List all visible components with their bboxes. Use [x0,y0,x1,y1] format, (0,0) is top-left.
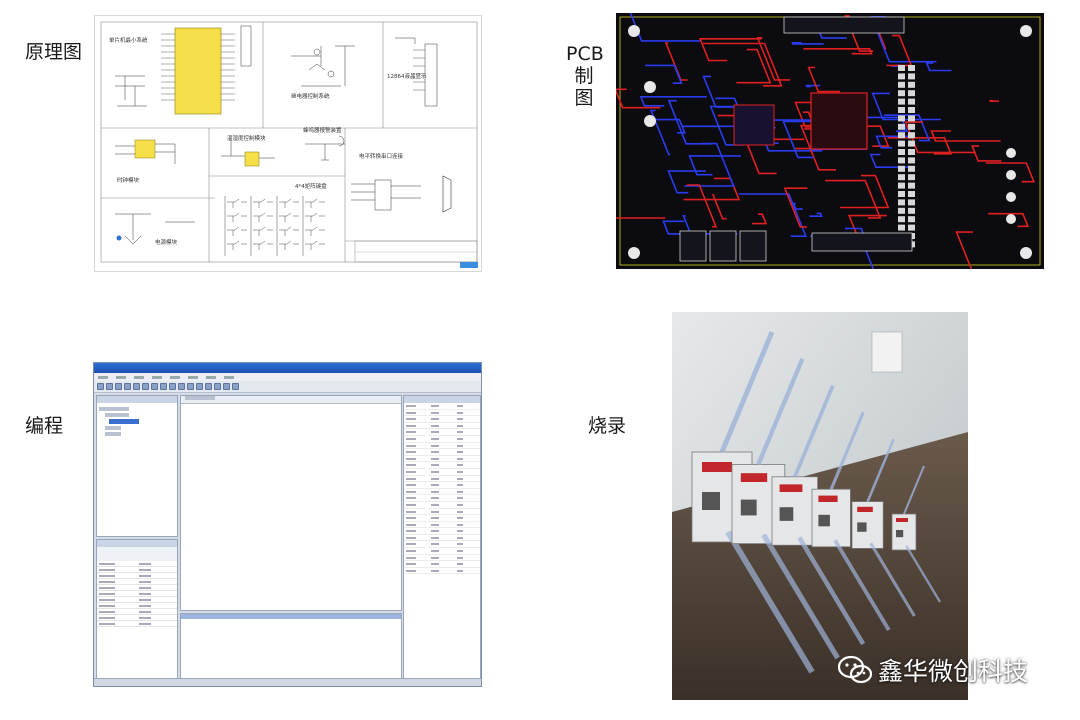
schematic-image: 单片机最小系统 继电器控制系统 12864液晶显示 时钟模块 温湿度控制模块 蜂… [94,15,482,272]
burning-photo-drawing [672,312,968,700]
schematic-label-buzzer: 蜂鸣器报警装置 [303,126,342,134]
wechat-icon [838,655,872,684]
watermark-text: 鑫华微创科技 [878,657,1029,686]
watermark: 鑫华微创科技 [838,650,1028,690]
schematic-label-temp: 温湿度控制模块 [227,134,266,142]
ide-toolbar [94,381,481,393]
ide-status-bar [94,678,481,686]
ide-project-pane [96,395,178,537]
schematic-label-serial: 电平转换串口连接 [359,152,404,160]
ide-register-pane [403,395,481,685]
label-burning: 烧录 [588,415,627,437]
label-schematic: 原理图 [25,41,83,63]
pcb-drawing [616,13,1044,269]
label-programming: 编程 [25,415,64,437]
schematic-label-relay: 继电器控制系统 [291,92,330,100]
schematic-label-lcd: 12864液晶显示 [387,72,427,80]
ide-screenshot [93,362,482,687]
ide-editor-pane [180,395,402,611]
pcb-layout-image [616,13,1044,269]
burning-machines-photo [672,312,968,700]
schematic-label-keypad: 4*4矩阵键盘 [295,182,327,190]
ide-properties-pane [96,539,178,685]
schematic-drawing: 单片机最小系统 继电器控制系统 12864液晶显示 时钟模块 温湿度控制模块 蜂… [100,21,478,268]
schematic-label-mcu: 单片机最小系统 [109,36,148,44]
ide-output-pane [180,613,402,685]
ide-menu-bar [94,373,481,381]
ide-title-bar [94,363,481,373]
schematic-label-power: 电源模块 [155,238,178,246]
schematic-label-clock: 时钟模块 [117,176,140,184]
label-pcb: PCB 制图 [566,43,604,109]
